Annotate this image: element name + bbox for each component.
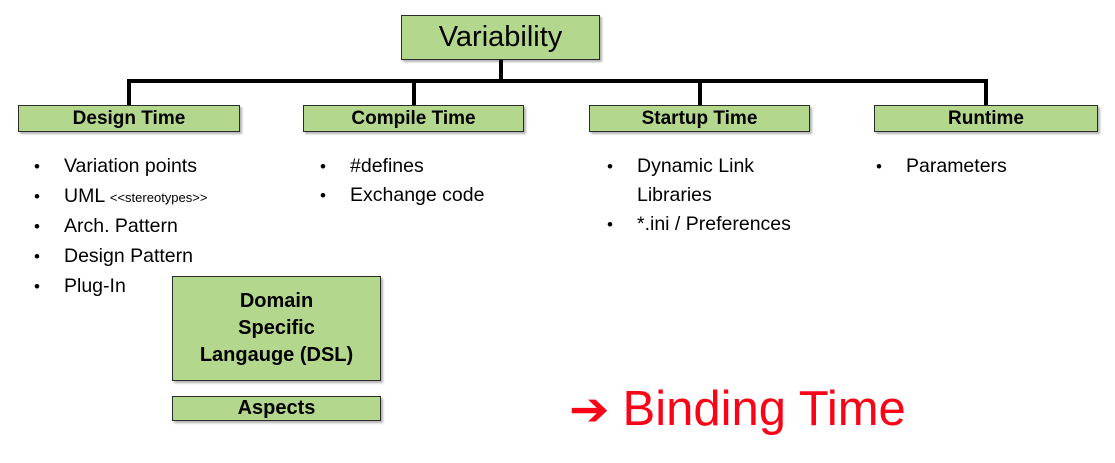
node-dsl-line-2: Specific xyxy=(238,317,315,339)
bullet-list-startup-time: • Dynamic Link Libraries • *.ini / Prefe… xyxy=(607,152,855,239)
connector-trunk-line xyxy=(498,60,503,83)
list-item-label: #defines xyxy=(350,155,424,177)
bullet-dot-icon: • xyxy=(607,157,613,176)
bullet-dot-icon: • xyxy=(876,157,882,176)
node-dsl-line-1: Domain xyxy=(239,290,314,312)
node-compile-time-label: Compile Time xyxy=(351,107,476,129)
bullet-dot-icon: • xyxy=(320,186,326,205)
list-item-label: UML <<stereotypes>> xyxy=(64,182,299,212)
list-item-label: Exchange code xyxy=(350,184,485,206)
connector-drop-runtime xyxy=(984,79,988,105)
list-item: • Plug-In xyxy=(34,272,299,302)
binding-time-label: Binding Time xyxy=(622,382,906,436)
list-item-text: Design Pattern xyxy=(64,245,193,267)
connector-drop-compile-time xyxy=(411,79,416,105)
bullet-list-compile-time: • #defines • Exchange code xyxy=(320,152,570,210)
list-item-text: Variation points xyxy=(64,155,197,177)
bullet-dot-icon: • xyxy=(34,157,40,176)
list-item: • *.ini / Preferences xyxy=(607,210,855,239)
bullet-dot-icon: • xyxy=(607,215,613,234)
node-startup-time-label: Startup Time xyxy=(641,107,758,129)
node-compile-time: Compile Time xyxy=(303,105,524,132)
node-aspects-label: Aspects xyxy=(237,397,316,419)
list-item-text: UML xyxy=(64,185,110,207)
node-dsl-line-3: Langauge (DSL) xyxy=(199,344,354,366)
list-item: • Design Pattern xyxy=(34,242,299,272)
list-item: • Arch. Pattern xyxy=(34,212,299,242)
node-variability: Variability xyxy=(401,15,600,60)
list-item: • #defines xyxy=(320,152,570,181)
connector-drop-startup-time xyxy=(697,79,702,105)
list-item-text: Plug-In xyxy=(64,275,126,297)
node-design-time: Design Time xyxy=(18,105,240,132)
node-design-time-label: Design Time xyxy=(72,107,186,129)
bullet-dot-icon: • xyxy=(34,247,40,266)
node-runtime: Runtime xyxy=(874,105,1098,132)
list-item-label: *.ini / Preferences xyxy=(637,213,791,235)
right-arrow-icon: ➔ xyxy=(569,383,610,435)
list-item: • Dynamic Link Libraries xyxy=(607,152,855,210)
list-item: • Parameters xyxy=(876,152,1106,181)
bullet-dot-icon: • xyxy=(34,187,40,206)
list-item-label: Parameters xyxy=(906,155,1007,177)
list-item-label: Arch. Pattern xyxy=(64,212,299,242)
list-item: • UML <<stereotypes>> xyxy=(34,182,299,212)
list-item-subtext: <<stereotypes>> xyxy=(109,190,208,205)
binding-time-callout: ➔ Binding Time xyxy=(569,381,906,437)
list-item: • Exchange code xyxy=(320,181,570,210)
node-runtime-label: Runtime xyxy=(948,107,1024,129)
bullet-dot-icon: • xyxy=(34,277,40,296)
connector-drop-design-time xyxy=(127,79,131,105)
list-item-label: Variation points xyxy=(64,152,299,182)
node-variability-label: Variability xyxy=(438,21,563,53)
list-item-label: Design Pattern xyxy=(64,242,299,272)
bullet-dot-icon: • xyxy=(34,217,40,236)
bullet-dot-icon: • xyxy=(320,157,326,176)
node-startup-time: Startup Time xyxy=(589,105,810,132)
bullet-list-design-time: • Variation points • UML <<stereotypes>>… xyxy=(34,152,299,302)
list-item-label: Dynamic Link Libraries xyxy=(637,155,755,206)
list-item: • Variation points xyxy=(34,152,299,182)
list-item-label: Plug-In xyxy=(64,272,299,302)
bullet-list-runtime: • Parameters xyxy=(876,152,1106,181)
node-domain-specific-language: Domain Specific Langauge (DSL) xyxy=(172,276,381,381)
node-aspects: Aspects xyxy=(172,396,381,421)
connector-horizontal-bus xyxy=(127,79,988,83)
list-item-text: Arch. Pattern xyxy=(64,215,178,237)
